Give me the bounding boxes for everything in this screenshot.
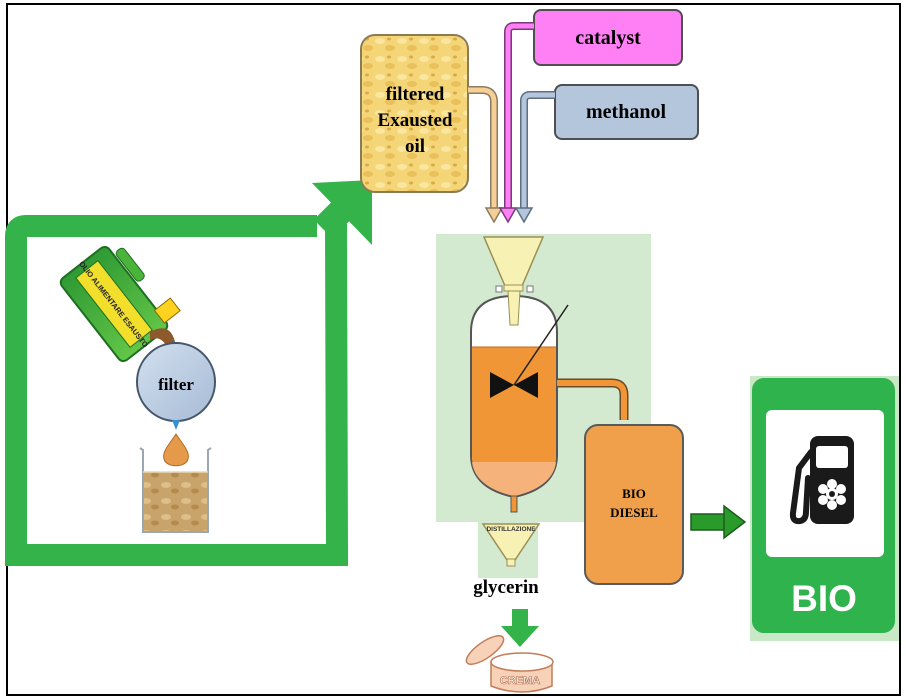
green-frame-outline (5, 215, 349, 566)
filtered-oil-label-line1: filtered (386, 84, 445, 105)
feed-pipes (468, 22, 555, 224)
biodiesel-label-line1: BIO (622, 486, 646, 501)
filter-label: filter (158, 375, 194, 394)
biodiesel-tank (584, 424, 684, 585)
oil-beaker (139, 447, 212, 533)
biodiesel-label-line2: DIESEL (610, 505, 658, 520)
bio-fuel-sign: BIO (750, 376, 899, 641)
filter-spout (172, 420, 180, 430)
reactor-outlet (510, 495, 518, 513)
glycerin-label: glycerin (473, 577, 539, 598)
methanol-label: methanol (586, 101, 666, 123)
down-arrow (501, 609, 539, 647)
filtered-oil-label-line2: Exausted (378, 110, 453, 131)
methanol-box (554, 84, 699, 140)
filtered-oil-tank (360, 34, 469, 193)
bio-sign-label: BIO (791, 578, 857, 619)
reactor-inlet-tube (507, 290, 521, 326)
catalyst-box (533, 9, 683, 66)
reactor-vessel (470, 294, 558, 499)
filtered-oil-label-line3: oil (405, 136, 425, 157)
stirrer (490, 304, 569, 398)
flower-icon (818, 479, 846, 510)
distillazione-label: DISTILLAZIONE (486, 526, 536, 533)
collection-frame (5, 180, 372, 566)
green-frame-arrowhead (312, 180, 372, 245)
catalyst-label: catalyst (575, 27, 641, 49)
filter-unit: filter (136, 342, 216, 430)
fuel-pump-icon (789, 436, 854, 525)
crema-jar: CREMA (465, 635, 554, 693)
crema-label: CREMA (500, 675, 540, 687)
to-pump-arrow (690, 504, 747, 540)
oil-drop (163, 433, 189, 467)
